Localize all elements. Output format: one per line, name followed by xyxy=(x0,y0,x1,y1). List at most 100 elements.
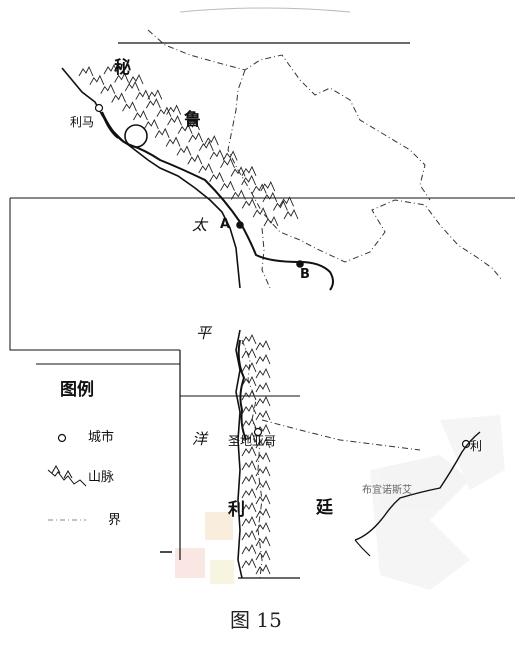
mountain-symbol-icon xyxy=(241,501,257,513)
mountain-symbol-icon xyxy=(230,189,246,200)
coastline-north xyxy=(61,67,241,289)
mountain-symbol-icon xyxy=(255,367,271,379)
mountain-symbol-icon xyxy=(241,431,257,443)
mountain-symbol-icon xyxy=(135,89,151,100)
mountain-symbol-icon xyxy=(255,353,271,365)
mountain-symbol-icon xyxy=(241,375,257,387)
watermark xyxy=(175,415,505,590)
frame-arc xyxy=(179,7,351,13)
mountain-symbol-icon xyxy=(255,479,271,491)
mountain-symbol-icon xyxy=(279,196,294,207)
mountain-symbol-icon xyxy=(241,515,257,527)
mountain-symbol-icon xyxy=(241,333,257,345)
city-label-santiago: 圣地亚哥 xyxy=(228,434,277,448)
country-label-peru-1: 秘 xyxy=(114,58,131,78)
mountain-symbol-icon xyxy=(78,65,94,77)
mountain-symbol-icon xyxy=(100,83,116,94)
mountain-symbol-icon xyxy=(143,118,159,130)
mountain-symbol-icon xyxy=(255,465,271,477)
country-label-argentina: 廷 xyxy=(316,498,333,518)
country-label-chile-2: 利 xyxy=(228,500,245,520)
mountain-symbol-icon xyxy=(241,445,257,457)
mountain-symbol-icon xyxy=(255,339,271,351)
mountain-symbol-icon xyxy=(255,493,271,505)
mountain-symbol-icon xyxy=(176,145,192,156)
east-coast-tail xyxy=(354,539,371,557)
mountain-symbol-icon xyxy=(177,123,193,134)
mountain-symbol-icon xyxy=(147,89,163,100)
mountain-symbol-icon xyxy=(251,183,267,194)
mountain-symbol-icon xyxy=(241,389,257,401)
mountain-symbol-icon xyxy=(198,140,214,151)
mountain-symbol-icon xyxy=(255,409,271,421)
railway-south xyxy=(237,339,247,441)
mountain-symbol-icon xyxy=(198,163,214,174)
mountain-symbol-icon xyxy=(188,132,204,143)
mountain-symbol-icon xyxy=(241,557,257,569)
mountain-symbol-icon xyxy=(241,487,257,499)
ocean-char-2: 平 xyxy=(196,324,212,342)
mountain-symbol-icon xyxy=(255,521,271,533)
mountain-symbol-icon xyxy=(260,181,276,192)
mountain-icon xyxy=(47,464,87,487)
mountain-symbol-icon xyxy=(187,154,203,165)
point-a-label: A xyxy=(220,217,231,232)
mountain-symbol-icon xyxy=(241,529,257,541)
mountain-symbol-icon xyxy=(122,101,137,112)
mountain-symbol-icon xyxy=(255,451,271,463)
mountain-symbol-icon xyxy=(241,198,257,209)
mountain-symbol-icon xyxy=(209,149,225,160)
mountain-symbol-icon xyxy=(255,563,271,575)
mountain-symbol-icon xyxy=(230,166,246,177)
partial-city-label: 布宜诺斯艾 xyxy=(362,485,412,496)
mountain-symbol-icon xyxy=(273,200,288,211)
mountain-symbol-icon xyxy=(255,437,271,449)
mountain-symbol-icon xyxy=(241,459,257,471)
mountain-symbol-icon xyxy=(167,115,182,126)
mountain-symbol-icon xyxy=(255,381,271,393)
railway-branch xyxy=(101,111,119,139)
mountain-symbol-icon xyxy=(255,507,271,519)
city-label-east: 利 xyxy=(470,439,483,453)
mountain-symbol-icon xyxy=(262,191,278,203)
mountain-symbol-icon xyxy=(89,74,105,86)
legend: 图例 城市 山脉 界 xyxy=(36,364,182,564)
mountain-symbol-icon xyxy=(241,347,257,359)
legend-item-boundary: 界 xyxy=(108,513,122,528)
andes-mountains xyxy=(78,63,299,575)
ocean-char-3: 洋 xyxy=(192,430,208,448)
national-borders xyxy=(147,29,503,579)
legend-item-city: 城市 xyxy=(88,430,115,445)
point-a-marker-icon xyxy=(236,221,244,229)
legend-item-mountain: 山脉 xyxy=(88,470,115,485)
mountain-symbol-icon xyxy=(145,98,161,109)
mountain-symbol-icon xyxy=(252,207,268,218)
mountain-symbol-icon xyxy=(241,174,257,186)
mountain-symbol-icon xyxy=(241,543,257,555)
mountain-symbol-icon xyxy=(255,535,271,547)
mountain-symbol-icon xyxy=(203,135,219,146)
point-b-marker-icon xyxy=(296,260,304,268)
mountain-symbol-icon xyxy=(124,81,140,92)
mountain-symbol-icon xyxy=(241,361,257,373)
lima-marker-icon xyxy=(94,103,104,113)
mountain-symbol-icon xyxy=(241,403,257,415)
figure-caption: 图 15 xyxy=(230,608,282,632)
east-coastline xyxy=(354,431,481,541)
mountain-symbol-icon xyxy=(154,127,170,138)
mountain-symbol-icon xyxy=(114,72,129,83)
mountain-symbol-icon xyxy=(220,180,235,191)
mountain-symbol-icon xyxy=(156,106,172,117)
mountain-symbol-icon xyxy=(165,136,181,147)
mountain-symbol-icon xyxy=(222,150,238,161)
blank-band xyxy=(205,288,515,326)
mountain-symbol-icon xyxy=(283,208,299,220)
mountain-symbol-icon xyxy=(241,473,257,485)
highlight-circle xyxy=(124,124,148,148)
country-label-peru-2: 鲁 xyxy=(184,110,201,130)
mountain-symbol-icon xyxy=(103,63,119,75)
mountain-symbol-icon xyxy=(255,395,271,407)
mountain-symbol-icon xyxy=(209,171,224,183)
santiago-marker-icon xyxy=(253,427,263,437)
